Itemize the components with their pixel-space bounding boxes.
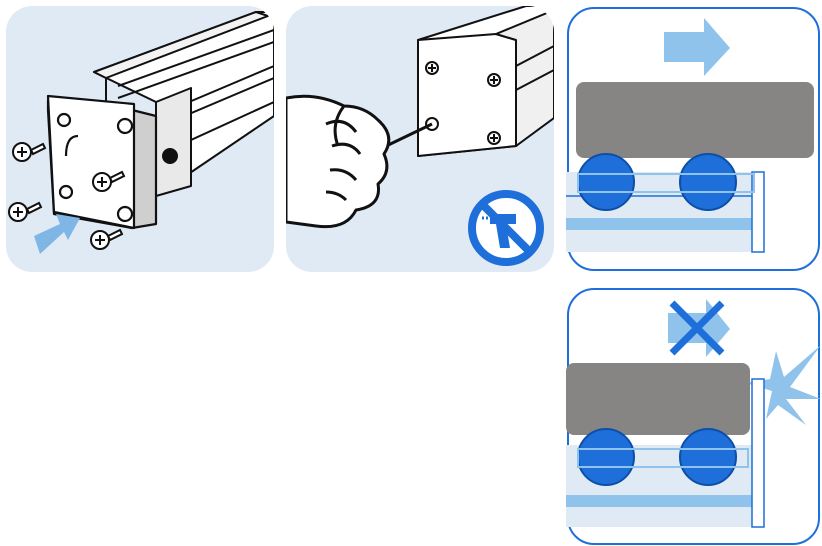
panel-correct-slide bbox=[566, 6, 821, 272]
panel-tighten-by-hand bbox=[286, 6, 554, 272]
end-cap-icon bbox=[48, 96, 156, 228]
push-arrow-icon bbox=[34, 214, 80, 254]
correct-slide-illustration bbox=[566, 6, 821, 272]
no-power-drill-icon bbox=[472, 194, 540, 262]
incorrect-collision-illustration bbox=[566, 287, 821, 546]
carriage-block-icon bbox=[576, 82, 814, 158]
hand-tighten-illustration bbox=[286, 6, 554, 272]
panel-attach-end-cap bbox=[6, 6, 274, 272]
carriage-block-icon bbox=[566, 363, 750, 435]
rail-with-cap-icon bbox=[418, 6, 554, 156]
panel-incorrect-collision bbox=[566, 287, 821, 546]
end-cap-illustration bbox=[6, 6, 274, 272]
blank-area bbox=[6, 287, 554, 537]
fist-screwdriver-icon bbox=[286, 96, 432, 226]
